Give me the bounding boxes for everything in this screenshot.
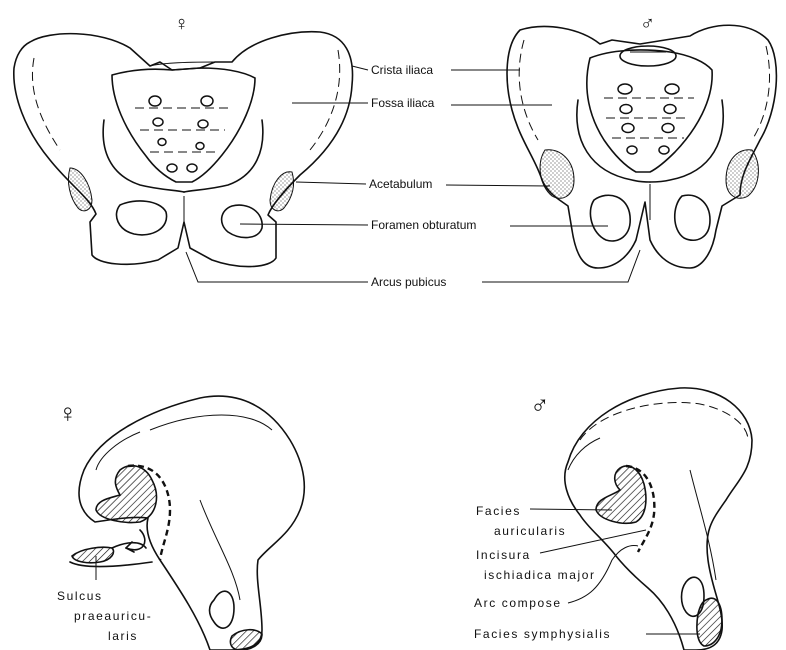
female-crest-inner	[150, 415, 272, 430]
crista-iliaca-label: Crista iliaca	[371, 63, 433, 77]
male-symbol-top: ♂	[640, 13, 655, 35]
female-symbol-top: ♀	[174, 13, 189, 35]
male-sacral-foramina	[618, 84, 679, 154]
leader-acetabulum-female	[296, 182, 366, 184]
male-pelvis-outline	[507, 25, 776, 268]
foramen-obturatum-label: Foramen obturatum	[371, 218, 476, 232]
female-obturator-lateral	[210, 591, 235, 628]
label-facies-auricularis: Facies auricularis	[476, 504, 612, 538]
leader-crista-iliaca-female	[352, 66, 368, 70]
sulcus-label-line1: Sulcus	[57, 589, 103, 603]
male-crest-inner	[580, 403, 748, 441]
facies-symphysialis-label: Facies symphysialis	[474, 627, 611, 641]
male-pelvis-front	[507, 25, 776, 268]
label-crista-iliaca: Crista iliaca	[352, 63, 520, 77]
female-pelvis-outline	[14, 32, 353, 267]
male-pelvic-brim-right	[650, 100, 723, 182]
female-obturator-right	[222, 205, 263, 237]
label-arcus-pubicus: Arcus pubicus	[186, 250, 640, 289]
leader-acetabulum-male	[446, 185, 550, 186]
female-acetabulum-right	[270, 172, 294, 211]
male-pelvic-brim-left	[577, 100, 650, 182]
incisura-line2: ischiadica major	[484, 568, 596, 582]
female-pelvis-front	[14, 32, 353, 267]
female-pelvic-brim-right	[184, 120, 263, 192]
leader-foramen-obturatum-female	[240, 224, 368, 225]
female-sacral-foramina	[149, 96, 213, 172]
label-facies-symphysialis: Facies symphysialis	[474, 627, 700, 641]
female-crest-detail	[96, 432, 140, 470]
leader-arcus-pubicus-male	[482, 250, 640, 282]
female-sacrum	[112, 68, 255, 182]
female-iliac-line-left	[32, 58, 60, 150]
sulcus-label-line3: laris	[108, 629, 138, 643]
male-symphyseal-surface	[697, 598, 722, 646]
male-obturator-right	[675, 195, 710, 240]
male-acetabulum-left	[540, 150, 574, 198]
fossa-iliaca-label: Fossa iliaca	[371, 96, 435, 110]
arcus-pubicus-label: Arcus pubicus	[371, 275, 446, 289]
facies-auricularis-line1: Facies	[476, 504, 521, 518]
male-crest-detail	[568, 438, 600, 470]
label-sulcus-praeauricularis: Sulcus praeauricu- laris	[57, 589, 152, 643]
male-iliac-line-left	[519, 40, 538, 140]
label-acetabulum: Acetabulum	[296, 177, 550, 191]
female-obturator-left	[116, 201, 166, 235]
sulcus-label-line2: praeauricu-	[74, 609, 152, 623]
facies-auricularis-line2: auricularis	[494, 524, 566, 538]
incisura-line1: Incisura	[476, 548, 531, 562]
female-symbol-bottom: ♀	[58, 398, 78, 428]
female-bone-body-line	[200, 500, 240, 600]
male-symbol-bottom: ♂	[530, 390, 550, 420]
male-acetabulum-right	[726, 150, 758, 198]
male-sacrum	[587, 50, 712, 172]
label-foramen-obturatum: Foramen obturatum	[240, 218, 608, 232]
female-pelvic-brim-left	[103, 120, 184, 192]
male-hip-bone-lateral	[565, 388, 752, 650]
arc-compose-label: Arc compose	[474, 596, 562, 610]
female-symphyseal-surface	[230, 630, 262, 650]
label-fossa-iliaca: Fossa iliaca	[292, 96, 552, 110]
male-sacral-promontory	[620, 46, 676, 66]
female-auricular-surface	[96, 466, 156, 523]
female-preauricular-sulcus	[72, 547, 114, 562]
female-acetabulum-left	[68, 168, 92, 211]
male-bone-body-line	[690, 470, 716, 580]
female-arrow-curve	[126, 530, 145, 550]
male-obturator-left	[590, 195, 630, 241]
male-auricular-surface	[596, 466, 646, 523]
acetabulum-label: Acetabulum	[369, 177, 432, 191]
leader-arcus-pubicus-female	[186, 252, 368, 282]
